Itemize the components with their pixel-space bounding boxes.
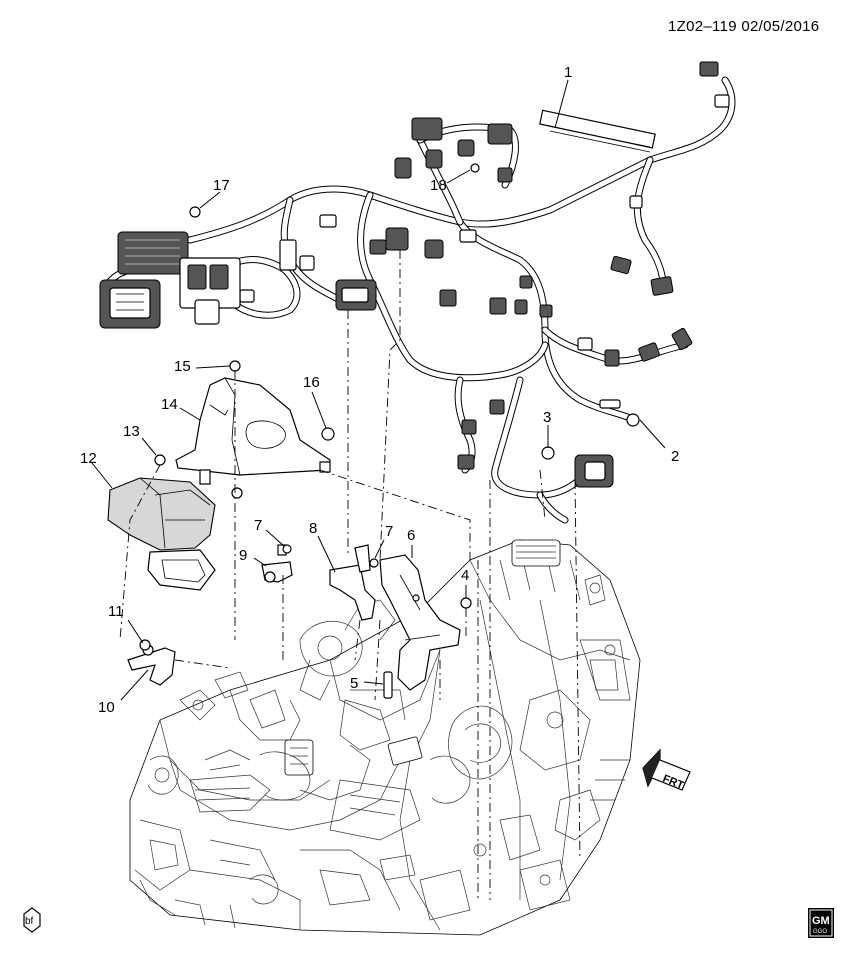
diagram-date: 02/05/2016 xyxy=(741,18,820,35)
gm-logo: GM GGO xyxy=(808,908,834,938)
mounting-brackets xyxy=(127,544,461,691)
callout-1: 1 xyxy=(564,64,572,81)
engine-assembly xyxy=(129,539,641,936)
bolt-15 xyxy=(229,360,241,372)
bf-badge-label: bf xyxy=(25,916,34,927)
nut-17 xyxy=(189,206,201,218)
callout-6: 6 xyxy=(407,527,415,544)
callout-13: 13 xyxy=(123,423,140,440)
front-direction-arrow-icon: FRT xyxy=(642,748,691,792)
diagram-number: 1Z02–119 xyxy=(668,18,737,35)
callout-2: 2 xyxy=(671,448,679,465)
callout-7-right: 7 xyxy=(385,523,393,540)
callout-12: 12 xyxy=(80,450,97,467)
callout-3: 3 xyxy=(543,409,551,426)
callout-9: 9 xyxy=(239,547,247,564)
harness-connectors xyxy=(99,61,730,488)
gm-logo-subtext: GGO xyxy=(813,929,827,935)
installation-lines xyxy=(119,250,581,900)
engine-wiring-harness xyxy=(99,61,736,524)
nut-16 xyxy=(321,427,335,441)
callout-5: 5 xyxy=(350,675,358,692)
callout-15: 15 xyxy=(174,358,191,375)
bolt-2 xyxy=(626,413,640,427)
nut-7-right xyxy=(369,558,379,568)
leader-lines xyxy=(91,79,666,701)
bolt-4 xyxy=(460,597,472,609)
fasteners xyxy=(139,163,640,699)
callout-17: 17 xyxy=(213,177,230,194)
callout-7-left: 7 xyxy=(254,517,262,534)
gm-logo-text: GM xyxy=(812,915,830,927)
nut-7-left xyxy=(282,544,292,554)
callout-16: 16 xyxy=(303,374,320,391)
bolt-3 xyxy=(541,446,555,460)
bolt-13 xyxy=(154,454,166,466)
connector-cover xyxy=(107,477,216,591)
callout-labels: 1 2 3 4 5 6 7 7 8 9 10 11 12 13 14 15 16… xyxy=(80,64,679,716)
callout-4: 4 xyxy=(461,567,469,584)
callout-8: 8 xyxy=(309,520,317,537)
nut-18 xyxy=(470,163,480,173)
callout-18: 18 xyxy=(430,177,447,194)
harness-heat-shield xyxy=(175,377,331,499)
bf-badge: bf xyxy=(23,907,41,933)
callout-10: 10 xyxy=(98,699,115,716)
diagram-code: 1Z02–119 02/05/2016 xyxy=(668,18,819,35)
stud-5 xyxy=(383,671,393,699)
callout-14: 14 xyxy=(161,396,178,413)
callout-11: 11 xyxy=(108,603,124,620)
